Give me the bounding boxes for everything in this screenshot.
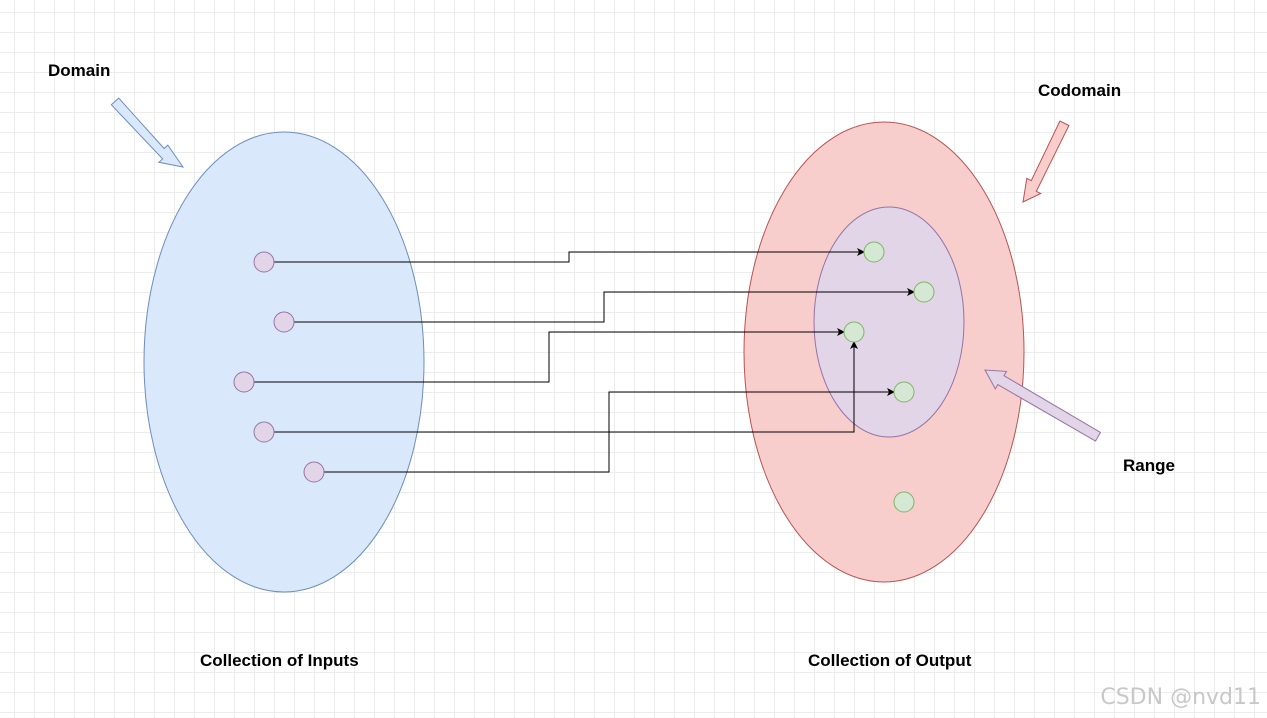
output-point-unmapped[interactable] <box>893 491 915 513</box>
output-point[interactable] <box>913 281 935 303</box>
input-point[interactable] <box>253 421 275 443</box>
connector-input-5-to-output-4[interactable] <box>324 388 895 473</box>
output-point[interactable] <box>843 321 865 343</box>
codomain-label: Codomain <box>1038 81 1122 100</box>
watermark: CSDN @nvd11 <box>1100 685 1261 710</box>
output-point[interactable] <box>893 381 915 403</box>
inputs-caption: Collection of Inputs <box>200 651 359 670</box>
input-point[interactable] <box>273 311 295 333</box>
input-points <box>233 251 325 483</box>
connector-input-1-to-output-1[interactable] <box>274 248 865 263</box>
connector-input-2-to-output-2[interactable] <box>294 288 915 323</box>
output-points <box>843 241 935 513</box>
domain-label: Domain <box>48 61 111 80</box>
input-point[interactable] <box>303 461 325 483</box>
domain-set[interactable] <box>143 131 425 593</box>
domain-pointer-arrow <box>110 97 185 168</box>
connector-input-4-to-output-3[interactable] <box>274 341 858 433</box>
connector-input-3-to-output-3[interactable] <box>254 328 845 383</box>
range-pointer-arrow <box>984 369 1102 442</box>
range-set[interactable] <box>813 206 965 438</box>
input-point[interactable] <box>233 371 255 393</box>
range-label: Range <box>1123 456 1175 475</box>
outputs-caption: Collection of Output <box>808 651 972 670</box>
codomain-pointer-arrow <box>1022 120 1070 203</box>
output-point[interactable] <box>863 241 885 263</box>
mapping-connectors <box>254 248 915 473</box>
input-point[interactable] <box>253 251 275 273</box>
